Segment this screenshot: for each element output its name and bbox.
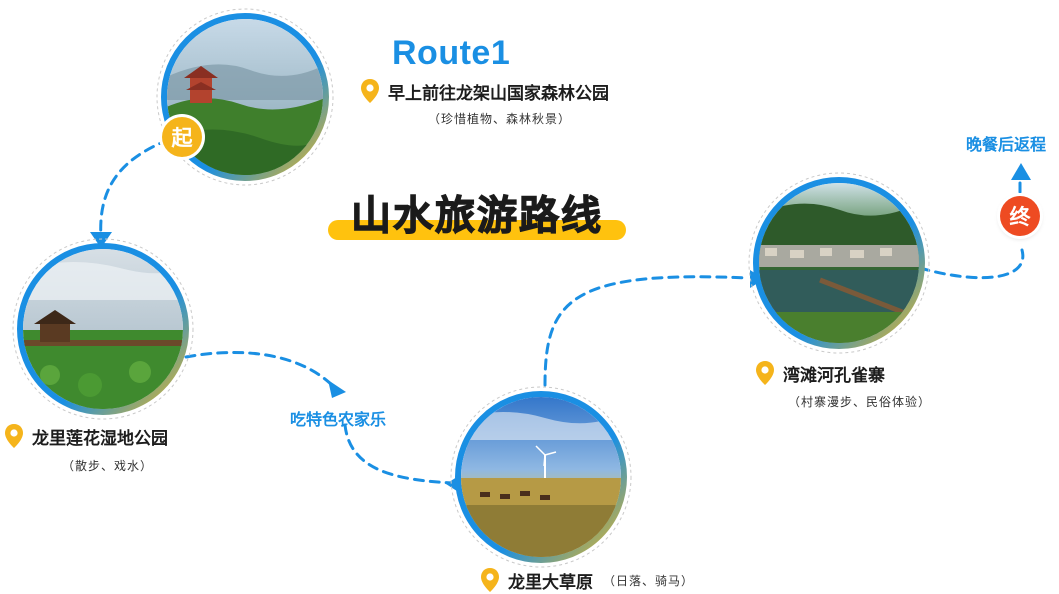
arrow-icon (90, 232, 112, 248)
route-segment-1 (99, 138, 170, 240)
photo-peacock-village (748, 172, 930, 354)
route-segment-3 (343, 423, 454, 485)
start-badge: 起 (162, 117, 202, 157)
stop-label-forest-park: 早上前往龙架山国家森林公园 (360, 78, 609, 104)
route-segment-2 (184, 350, 337, 390)
location-pin-icon (481, 568, 499, 592)
stop-name: 龙里大草原 (508, 572, 593, 593)
transit-label-return: 晚餐后返程 (966, 135, 1047, 154)
photo-grassland (450, 386, 632, 568)
location-pin-icon (361, 79, 379, 103)
location-pin-icon (756, 361, 774, 385)
main-title-text: 山水旅游路线 (350, 192, 603, 239)
arrow-icon (1011, 163, 1031, 180)
location-pin-icon (5, 424, 23, 448)
arrow-icon (328, 380, 346, 398)
end-badge: 终 (1000, 196, 1040, 236)
main-title: 山水旅游路线 (322, 190, 632, 250)
stop-name: 龙里莲花湿地公园 (32, 428, 168, 449)
stop-label-grassland: 龙里大草原 （日落、骑马） (480, 567, 694, 593)
main-title-block: 山水旅游路线 (322, 190, 632, 250)
stop-label-peacock-village: 湾滩河孔雀寨 (755, 360, 885, 386)
stop-note: （珍惜植物、森林秋景） (428, 112, 572, 126)
route-segment-5 (918, 248, 1025, 280)
photo-lotus-wetland (12, 238, 194, 420)
route-segment-4 (543, 275, 750, 387)
stop-note: （散步、戏水） (62, 459, 154, 473)
stop-name: 湾滩河孔雀寨 (783, 365, 885, 386)
photo-forest-park (156, 8, 334, 186)
stop-label-lotus-wetland: 龙里莲花湿地公园 (4, 423, 168, 449)
stop-note: （村寨漫步、民俗体验） (788, 395, 932, 409)
route-heading: Route1 (392, 34, 511, 72)
transit-label-farmhouse: 吃特色农家乐 (290, 410, 387, 429)
stop-name: 早上前往龙架山国家森林公园 (388, 83, 609, 104)
stop-note: （日落、骑马） (603, 573, 695, 588)
